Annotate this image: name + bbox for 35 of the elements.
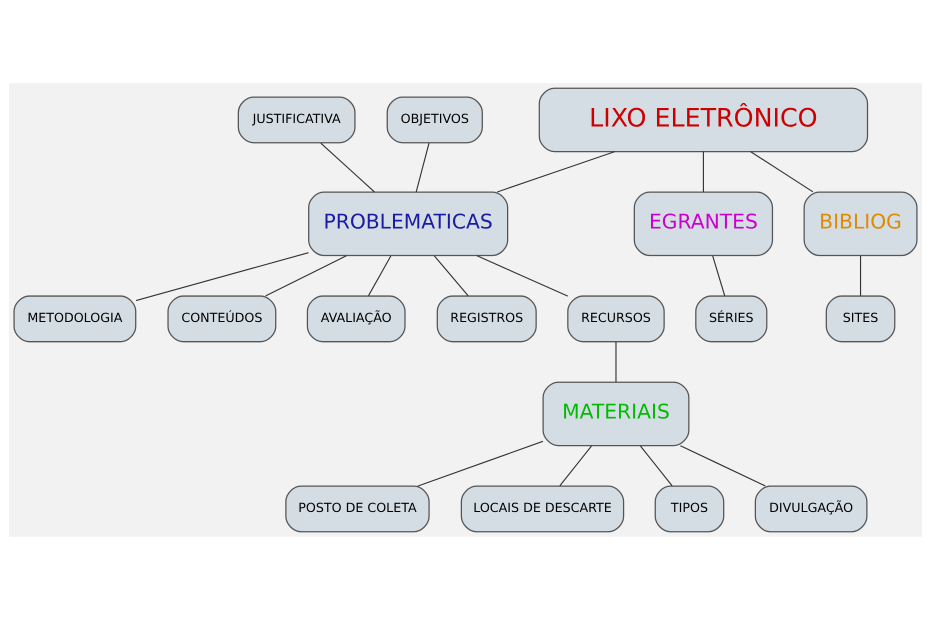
node-box: CONTEÚDOS	[166, 295, 276, 342]
connector	[859, 256, 861, 296]
connector	[614, 342, 616, 382]
node-box: METODOLOGIA	[12, 295, 136, 342]
node-box: OBJETIVOS	[386, 96, 482, 144]
node-box: LOCAIS DE DESCARTE	[460, 486, 624, 532]
node-box: MATERIAIS	[542, 382, 689, 446]
connector	[496, 151, 614, 193]
node-box: SÉRIES	[694, 295, 767, 342]
connector	[417, 440, 543, 487]
connector	[702, 152, 704, 192]
node-box: DIVULGAÇÃO	[754, 486, 868, 532]
node-box: EGRANTES	[633, 192, 773, 256]
node-box: JUSTIFICATIVA	[237, 96, 356, 144]
connector	[476, 255, 568, 297]
connector	[368, 256, 391, 296]
connector	[640, 446, 672, 486]
node-box: PROBLEMATICAS	[308, 192, 508, 256]
node-box: AVALIAÇÃO	[306, 295, 406, 342]
connector	[558, 446, 592, 486]
connector	[680, 445, 766, 486]
node-box: LIXO ELETRÔNICO	[538, 88, 868, 152]
connector	[135, 252, 308, 302]
connector	[264, 255, 346, 296]
connector	[712, 256, 725, 296]
connector	[415, 143, 430, 192]
node-box: REGISTROS	[436, 295, 536, 342]
connector	[433, 256, 468, 296]
node-box: TIPOS	[654, 486, 724, 532]
node-box: RECURSOS	[566, 295, 664, 342]
node-box: BIBLIOG	[803, 192, 918, 256]
connector	[750, 151, 813, 192]
node-box: POSTO DE COLETA	[284, 486, 430, 532]
connector	[320, 142, 375, 193]
node-box: SITES	[825, 295, 895, 342]
